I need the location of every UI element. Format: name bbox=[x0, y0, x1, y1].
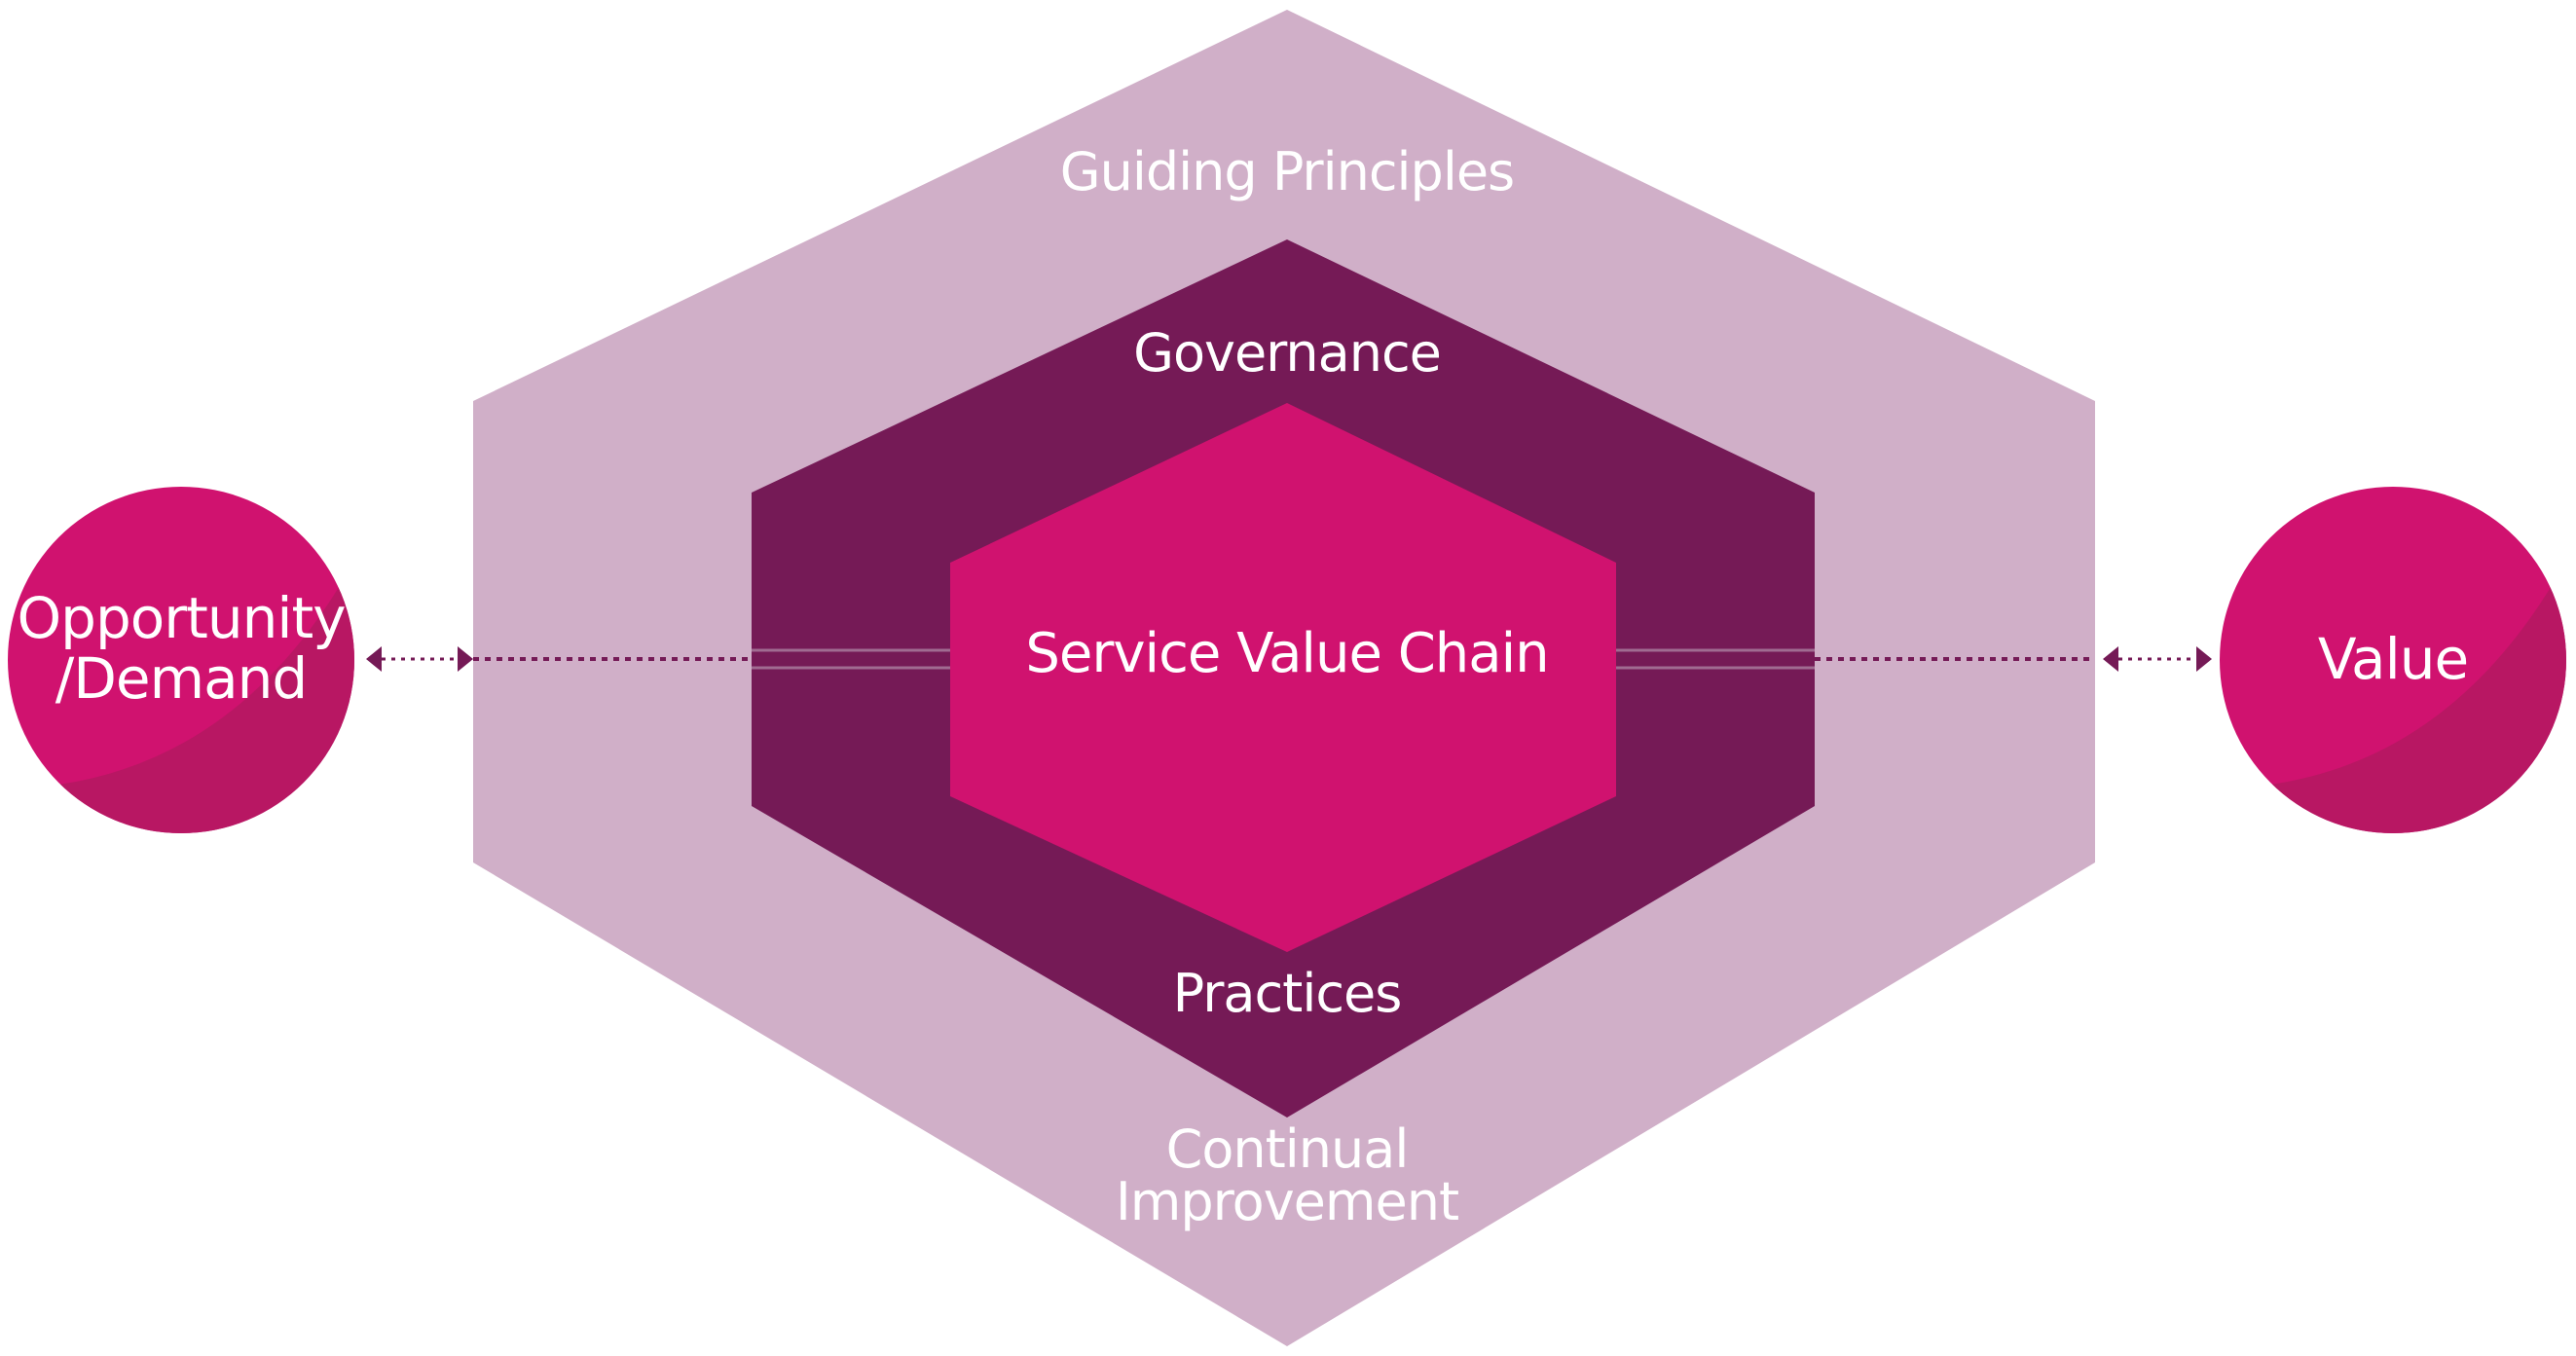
continual-improvement-label: Continual Improvement bbox=[995, 1119, 1579, 1232]
opportunity-label-line1: Opportunity bbox=[17, 585, 346, 651]
opportunity-demand-label: Opportunity /Demand bbox=[8, 588, 354, 709]
value-label: Value bbox=[2317, 626, 2469, 692]
double-arrow-dotted-icon bbox=[2103, 646, 2212, 672]
continual-improvement-line1: Continual bbox=[1165, 1118, 1410, 1180]
service-value-chain-label: Service Value Chain bbox=[1025, 622, 1549, 685]
double-arrow-dotted-icon bbox=[366, 646, 473, 672]
core-hexagon-service-value-chain bbox=[950, 403, 1616, 952]
practices-label: Practices bbox=[1172, 963, 1403, 1024]
continual-improvement-line2: Improvement bbox=[1115, 1171, 1459, 1232]
connector-bands bbox=[752, 648, 1815, 670]
governance-label: Governance bbox=[1133, 322, 1442, 384]
guiding-principles-label: Guiding Principles bbox=[1059, 141, 1515, 202]
demand-label-line2: /Demand bbox=[55, 645, 309, 712]
opportunity-demand-circle bbox=[8, 487, 354, 833]
